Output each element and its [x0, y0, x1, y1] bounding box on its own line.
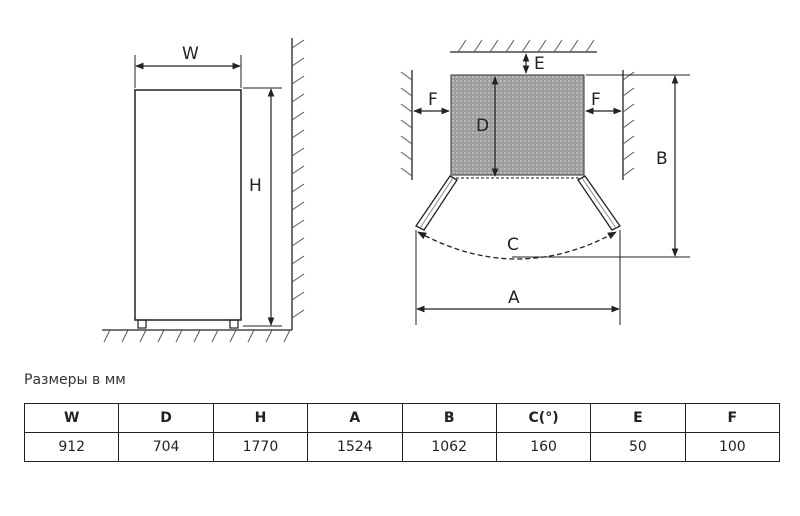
header-a: A [307, 403, 403, 433]
dimension-diagram: W H [102, 38, 690, 343]
value-h: 1770 [212, 432, 309, 462]
c-arc [417, 231, 617, 260]
f-left-label: F [428, 90, 438, 110]
front-wall-hatch [291, 39, 305, 319]
top-view: E F F D B C A [400, 39, 690, 325]
a-label: A [508, 288, 520, 308]
value-f: 100 [684, 432, 781, 462]
fridge-front [134, 89, 242, 321]
w-label: W [182, 44, 199, 64]
d-label: D [476, 116, 489, 136]
value-c: 160 [495, 432, 592, 462]
fridge-top [450, 74, 585, 176]
right-side-wall-hatch [622, 71, 635, 177]
f-right-label: F [591, 90, 601, 110]
b-label: B [656, 149, 668, 169]
back-wall-hatch [457, 39, 595, 53]
value-a: 1524 [307, 432, 403, 462]
right-door-inner [581, 177, 617, 229]
header-e: E [590, 403, 686, 433]
table-row: 912 704 1770 1524 1062 160 50 100 [23, 432, 781, 462]
header-w: W [23, 403, 120, 433]
units-caption: Размеры в мм [24, 372, 126, 388]
c-label: C [507, 235, 519, 255]
header-h: H [212, 403, 309, 433]
header-b: B [401, 403, 497, 433]
header-d: D [118, 403, 214, 433]
e-label: E [534, 54, 545, 74]
table-header-row: W D H A B C(°) E F [23, 403, 781, 433]
front-floor-hatch [103, 329, 291, 343]
dimensions-table: W D H A B C(°) E F 912 704 1770 1524 106… [23, 403, 781, 462]
h-label: H [249, 176, 262, 196]
left-door-inner [419, 177, 454, 229]
value-w: 912 [23, 432, 120, 462]
value-d: 704 [118, 432, 214, 462]
front-view: W H [102, 38, 305, 343]
left-side-wall-hatch [400, 71, 413, 177]
fridge-foot-left [137, 319, 147, 329]
fridge-foot-right [229, 319, 239, 329]
value-e: 50 [590, 432, 686, 462]
header-f: F [684, 403, 781, 433]
header-c: C(°) [495, 403, 592, 433]
value-b: 1062 [401, 432, 497, 462]
